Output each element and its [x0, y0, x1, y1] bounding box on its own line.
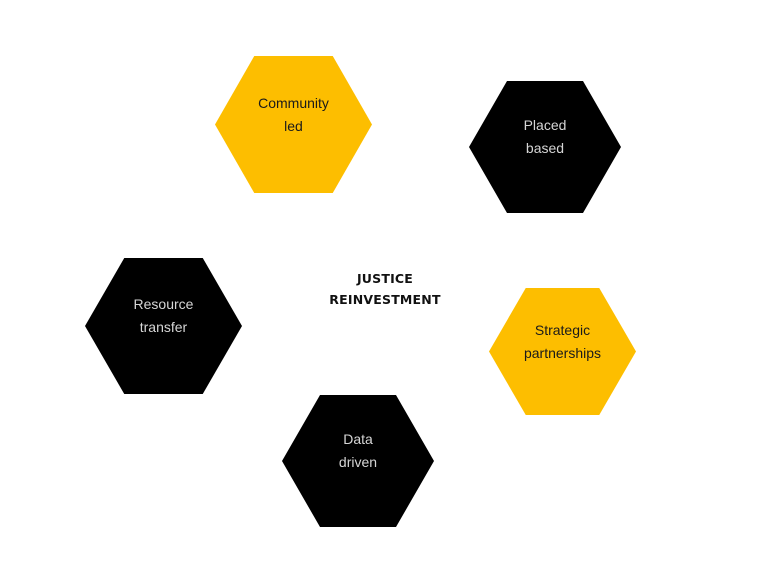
hexagon-strategic-partnerships: Strategic partnerships [489, 288, 636, 415]
center-title-line1: JUSTICE [356, 271, 414, 286]
center-title: JUSTICE REINVESTMENT [310, 268, 460, 310]
hexagon-label: Resource transfer [133, 296, 194, 335]
hexagon-label: Placed based [523, 117, 567, 156]
hexagon-placed-based: Placed based [469, 81, 621, 213]
hexagon-label: Data driven [338, 431, 378, 470]
hexagon-data-driven: Data driven [282, 395, 434, 527]
hexagon-label: Strategic partnerships [523, 321, 602, 361]
hexagon-resource-transfer: Resource transfer [85, 258, 242, 394]
hexagon-label: Community led [258, 94, 329, 134]
hexagon-community-led: Community led [215, 56, 372, 193]
center-title-line2: REINVESTMENT [329, 292, 441, 307]
